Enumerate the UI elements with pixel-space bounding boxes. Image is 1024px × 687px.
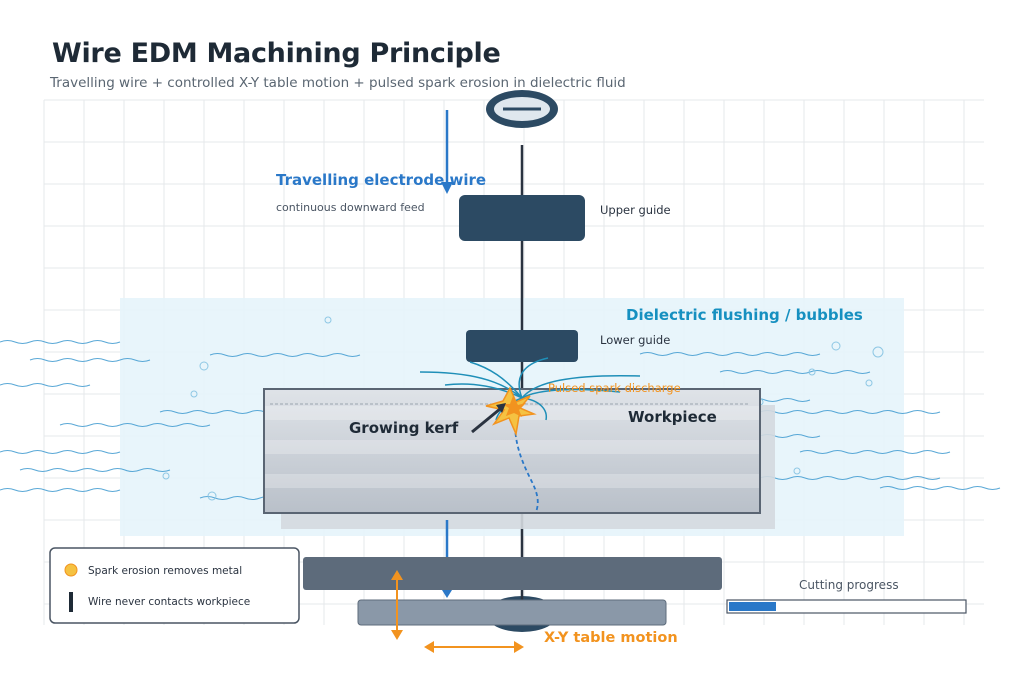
workpiece-bands	[265, 406, 759, 488]
table-motion-arrows	[391, 570, 524, 653]
bubble	[872, 346, 884, 358]
bubble	[324, 316, 332, 324]
kerf-pointer	[471, 407, 501, 434]
fluid-wave	[759, 410, 941, 414]
x-y-table-lower	[357, 599, 667, 626]
page-subtitle: Travelling wire + controlled X-Y table m…	[50, 75, 626, 91]
fluid-wave	[59, 423, 211, 427]
bubble	[831, 341, 841, 351]
legend-item-wire: Wire never contacts workpiece	[88, 596, 250, 608]
fluid-wave	[0, 488, 121, 492]
lower-guide-label: Lower guide	[600, 333, 670, 347]
wire-bar-icon	[69, 592, 73, 612]
fluid-wave	[639, 352, 821, 356]
bubble	[162, 472, 170, 480]
x-y-table-upper	[303, 557, 722, 590]
page-title: Wire EDM Machining Principle	[52, 38, 501, 69]
bubble	[808, 368, 816, 376]
fluid-wave	[159, 410, 281, 414]
bubble	[793, 467, 801, 475]
progress-label: Cutting progress	[799, 578, 899, 592]
upper-guide-label: Upper guide	[600, 203, 671, 217]
upper-guide	[459, 195, 585, 241]
fluid-wave	[799, 450, 951, 454]
legend-box	[49, 547, 300, 624]
fluid-wave	[209, 353, 361, 357]
bubble	[190, 390, 198, 398]
fluid-wave	[19, 468, 171, 472]
legend-item-spark: Spark erosion removes metal	[88, 565, 242, 577]
fluid-wave	[879, 486, 1001, 490]
bubble	[199, 361, 209, 371]
dielectric-label: Dielectric flushing / bubbles	[626, 306, 863, 324]
bubble	[865, 379, 873, 387]
spark-dot-icon	[64, 563, 78, 577]
workpiece-label: Workpiece	[628, 408, 717, 426]
fluid-wave	[0, 340, 121, 344]
fluid-wave	[0, 383, 91, 387]
progress-track	[726, 599, 967, 614]
kerf-label: Growing kerf	[349, 419, 459, 437]
bubble	[207, 491, 217, 501]
xy-motion-label: X-Y table motion	[544, 630, 678, 646]
fluid-wave	[29, 358, 151, 362]
wire-title-label: Travelling electrode wire	[276, 171, 486, 189]
pulsed-spark-label: Pulsed spark discharge	[548, 381, 681, 395]
wire-sub-label: continuous downward feed	[276, 201, 425, 214]
fluid-wave	[719, 370, 871, 374]
lower-guide	[466, 330, 578, 362]
progress-fill	[729, 602, 776, 611]
fluid-wave	[0, 450, 121, 454]
fluid-wave	[759, 476, 941, 480]
